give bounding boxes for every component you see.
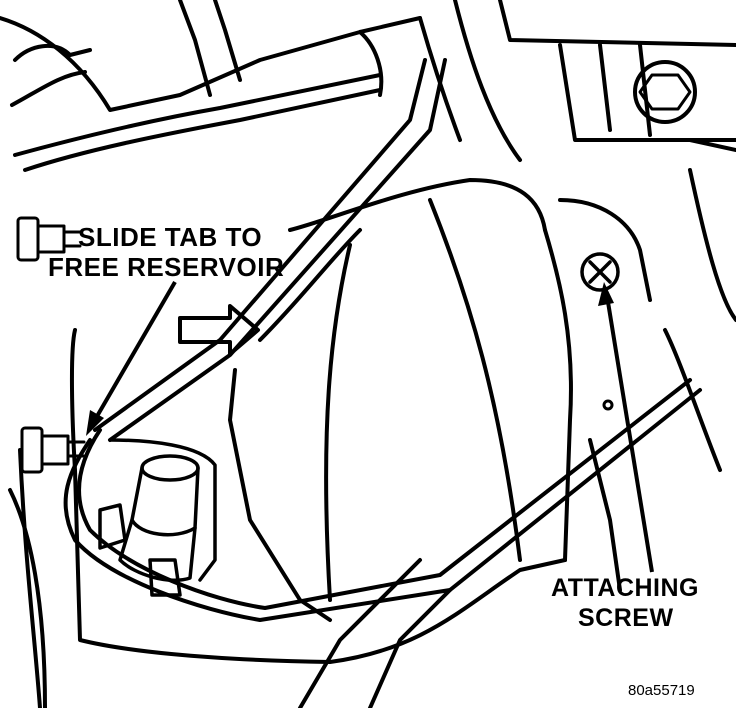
callout-slide-tab-line2: FREE RESERVOIR [48,252,285,282]
direction-arrow [178,304,260,356]
callout-slide-tab-line1: SLIDE TAB TO [78,222,263,252]
callout-attaching-line1: ATTACHING [551,574,699,602]
figure-id: 80a55719 [628,682,695,699]
mounting-bolt-upper [16,216,82,262]
leader-attaching-screw [598,282,654,573]
attaching-screw [580,252,620,292]
washer-reservoir [69,178,652,664]
leader-slide-tab [86,280,177,436]
upper-body-panel [0,0,522,172]
washer-pump-motor [98,438,217,597]
lower-trim [8,168,736,708]
callout-attaching-line2: SCREW [578,604,674,632]
upper-bracket [498,0,736,152]
